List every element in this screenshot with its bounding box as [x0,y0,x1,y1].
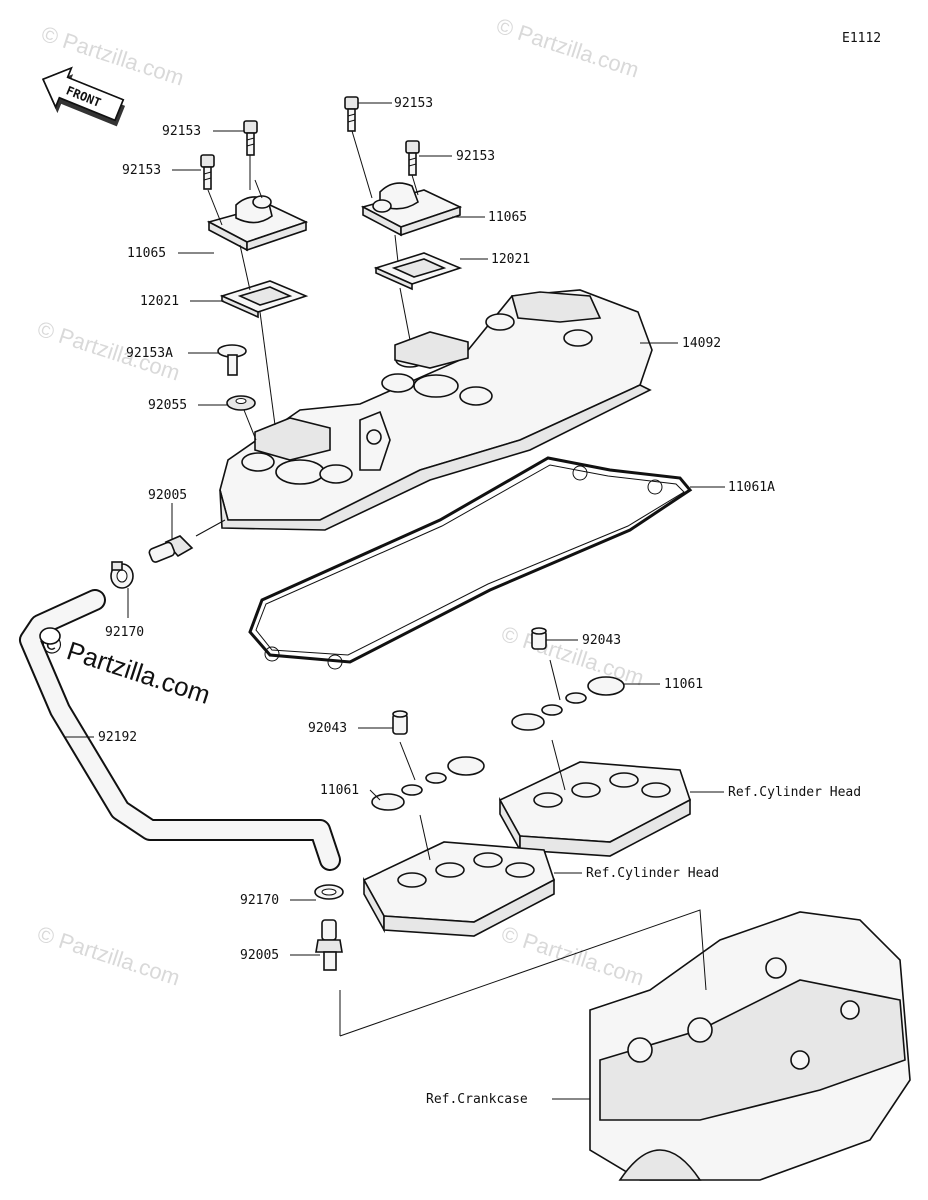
part-label: 92170 [240,893,279,908]
cylinder-head-ref-icon [498,761,691,857]
bolt-icon [200,154,215,190]
part-label: 11061A [728,480,775,495]
part-label: 11065 [488,210,527,225]
part-labels: 92153 92153 92153 92153 11065 11065 1202… [98,96,861,1107]
hose-fitting-icon [315,919,343,971]
part-label: 11061 [320,783,359,798]
dowel-pin-icon [531,627,547,650]
part-label: Ref.Cylinder Head [586,866,719,881]
part-label: Ref.Cylinder Head [728,785,861,800]
part-label: 92153 [456,149,495,164]
watermark: © Partzilla.com [498,921,647,991]
bolt-flange-icon [217,344,247,376]
watermark: © Partzilla.com [34,921,183,991]
part-label: 12021 [491,252,530,267]
part-label: 92153A [126,346,173,361]
watermark: © Partzilla.com [498,621,647,691]
grommet-icon [226,395,256,411]
part-label: 92005 [240,948,279,963]
bolt-icon [344,96,359,132]
cylinder-head-ref-icon [362,841,555,937]
breather-hose-icon [19,589,341,871]
part-label: 92170 [105,625,144,640]
part-label: 92043 [582,633,621,648]
bolt-icon [405,140,420,176]
watermark: © Partzilla.com [493,13,642,83]
label-leaders [64,102,725,1100]
part-label: 11065 [127,246,166,261]
part-label: 92153 [394,96,433,111]
part-label: 92055 [148,398,187,413]
reed-plate-icon [373,252,463,291]
cylinder-head-cover-icon [219,289,653,531]
assembly-lines [195,130,707,1037]
hose-clamp-icon [110,561,134,589]
part-label: 92192 [98,730,137,745]
diagram-code: E1112 [842,31,881,46]
plug-gasket-icon [511,676,625,731]
part-label: 12021 [140,294,179,309]
part-label: Ref.Crankcase [426,1092,528,1107]
breather-cover-icon [206,195,309,252]
part-label: 14092 [682,336,721,351]
part-label: 92005 [148,488,187,503]
part-label: 92153 [162,124,201,139]
part-label: 11061 [664,677,703,692]
gasket-icon [248,456,693,670]
part-label: 92043 [308,721,347,736]
breather-cover-icon [360,182,463,237]
part-label: 92153 [122,163,161,178]
plug-gasket-icon [371,756,485,811]
dowel-pin-icon [392,710,408,735]
front-arrow-icon: FRONT [41,66,126,127]
hose-clamp-icon [314,884,344,900]
crankcase-ref-icon [589,911,911,1181]
reed-plate-icon [219,280,309,319]
hose-fitting-icon [148,535,194,563]
bolt-icon [243,120,258,156]
